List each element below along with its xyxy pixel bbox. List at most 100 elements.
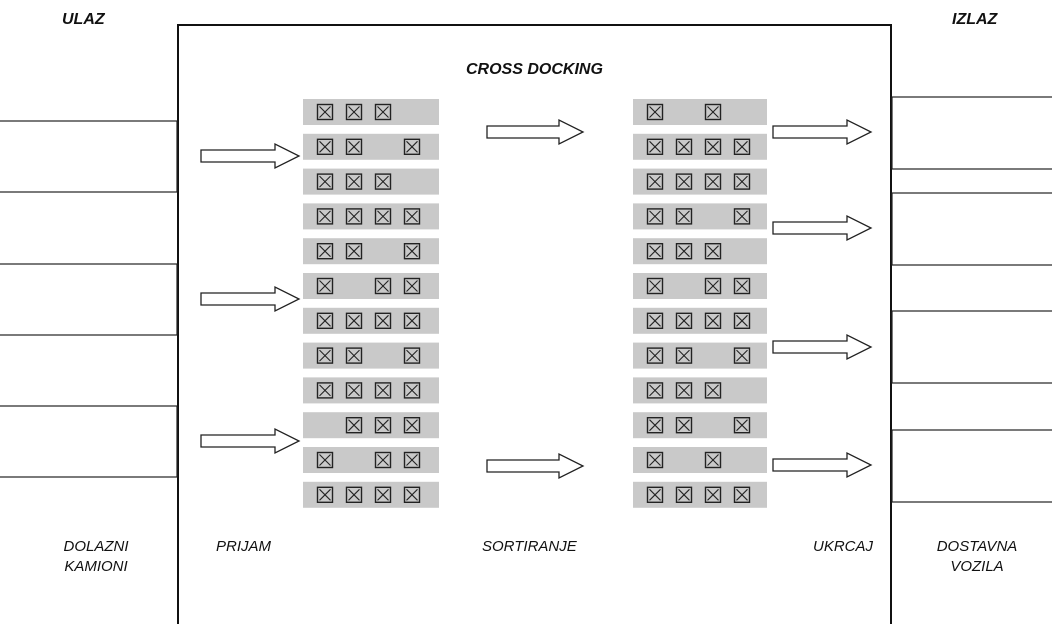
crossed-box-icon: [316, 173, 334, 190]
loading-row-strip: [633, 481, 767, 508]
crossed-box-icon: [675, 347, 693, 364]
delivery-vehicle-2: [891, 192, 1052, 266]
crossed-box-icon: [345, 382, 363, 399]
loading-row: [633, 273, 767, 299]
crossed-box-icon: [704, 486, 722, 503]
crossed-box-icon: [646, 312, 664, 329]
crossed-box-icon: [704, 173, 722, 190]
crossed-box-icon: [374, 312, 392, 329]
crossed-box-icon: [403, 382, 421, 399]
loading-row: [633, 412, 767, 439]
crossed-box-icon: [646, 417, 664, 434]
crossed-box-icon: [675, 382, 693, 399]
crossed-box-icon: [704, 451, 722, 469]
receiving-row: [303, 481, 439, 508]
right-arrow-icon: [772, 118, 873, 146]
loading-row-strip: [633, 238, 767, 265]
crossed-box-icon: [345, 208, 363, 225]
loading-row: [633, 238, 767, 265]
crossed-box-icon: [345, 486, 363, 503]
receiving-row-strip: [303, 133, 439, 160]
dostavna-vozila-label: DOSTAVNA VOZILA: [936, 538, 1018, 575]
receiving-row: [303, 307, 439, 334]
crossed-box-icon: [316, 347, 334, 364]
loading-row: [633, 133, 767, 160]
delivery-vehicle-4: [891, 429, 1052, 503]
incoming-truck-3: [0, 405, 178, 478]
right-arrow-icon: [486, 452, 585, 480]
right-arrow-icon: [200, 285, 301, 313]
loading-row: [633, 168, 767, 195]
crossed-box-icon: [316, 208, 334, 225]
delivery-vehicles: [891, 96, 1052, 503]
loading-row: [633, 377, 767, 404]
crossed-box-icon: [374, 486, 392, 503]
crossed-box-icon: [646, 242, 664, 260]
receiving-row: [303, 273, 439, 299]
receiving-row-strip: [303, 238, 439, 265]
receiving-row: [303, 447, 439, 473]
crossed-box-icon: [374, 417, 392, 434]
izlaz-label: IZLAZ: [952, 11, 998, 28]
crossed-box-icon: [345, 312, 363, 329]
receiving-row-strip: [303, 447, 439, 473]
loading-row-strip: [633, 203, 767, 230]
loading-row-strip: [633, 99, 767, 125]
crossed-box-icon: [374, 208, 392, 225]
crossed-box-icon: [704, 242, 722, 260]
crossed-box-icon: [316, 103, 334, 121]
receiving-row: [303, 133, 439, 160]
receiving-row-strip: [303, 481, 439, 508]
receiving-row-strip: [303, 412, 439, 439]
crossed-box-icon: [733, 347, 751, 364]
crossed-box-icon: [646, 277, 664, 295]
crossed-box-icon: [675, 173, 693, 190]
crossed-box-icon: [316, 486, 334, 503]
crossed-box-icon: [675, 312, 693, 329]
sortiranje-label: SORTIRANJE: [482, 538, 577, 555]
crossed-box-icon: [646, 486, 664, 503]
receiving-row: [303, 377, 439, 404]
crossed-box-icon: [704, 312, 722, 329]
delivery-vehicle-3: [891, 310, 1052, 384]
crossed-box-icon: [646, 451, 664, 469]
crossed-box-icon: [704, 138, 722, 156]
crossed-box-icon: [403, 138, 421, 156]
crossed-box-icon: [316, 382, 334, 399]
receiving-row: [303, 203, 439, 230]
crossed-box-icon: [646, 347, 664, 364]
ulaz-label: ULAZ: [62, 11, 105, 28]
receiving-row: [303, 238, 439, 265]
crossed-box-icon: [345, 173, 363, 190]
incoming-trucks: [0, 120, 178, 478]
loading-row: [633, 481, 767, 508]
receiving-row: [303, 342, 439, 369]
crossed-box-icon: [374, 103, 392, 121]
crossed-box-icon: [345, 417, 363, 434]
ukrcaj-label: UKRCAJ: [813, 538, 874, 555]
crossed-box-icon: [403, 242, 421, 260]
crossed-box-icon: [316, 138, 334, 156]
crossed-box-icon: [374, 173, 392, 190]
crossed-box-icon: [316, 312, 334, 329]
crossed-box-icon: [403, 451, 421, 469]
receiving-lanes: [303, 99, 439, 508]
crossed-box-icon: [704, 103, 722, 121]
crossed-box-icon: [403, 208, 421, 225]
prijam-label: PRIJAM: [216, 538, 272, 555]
receiving-row: [303, 99, 439, 125]
receiving-row-strip: [303, 307, 439, 334]
crossed-box-icon: [733, 138, 751, 156]
delivery-vehicle-1: [891, 96, 1052, 170]
receiving-row-strip: [303, 342, 439, 369]
loading-row: [633, 447, 767, 473]
crossed-box-icon: [733, 277, 751, 295]
crossed-box-icon: [733, 486, 751, 503]
crossed-box-icon: [646, 208, 664, 225]
crossed-box-icon: [646, 382, 664, 399]
right-arrow-icon: [772, 451, 873, 479]
receiving-row-strip: [303, 99, 439, 125]
crossed-box-icon: [403, 347, 421, 364]
incoming-truck-2: [0, 263, 178, 336]
crossed-box-icon: [345, 242, 363, 260]
